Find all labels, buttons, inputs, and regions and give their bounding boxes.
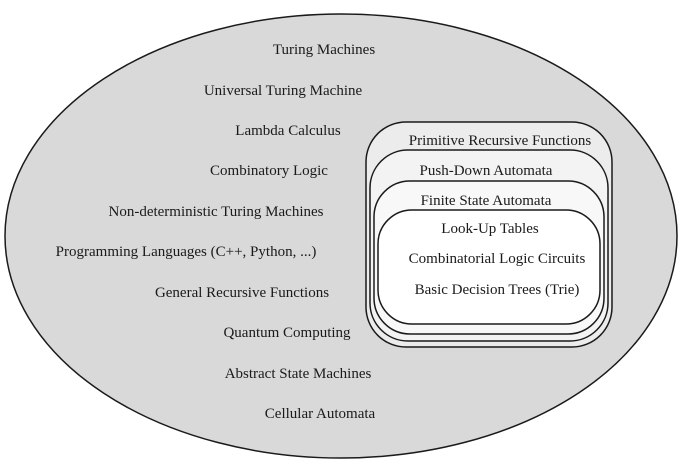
inner-item: Combinatorial Logic Circuits bbox=[409, 251, 586, 267]
outer-item: Combinatory Logic bbox=[210, 163, 328, 179]
outer-item: Turing Machines bbox=[273, 42, 376, 58]
finite-state-automata-label: Finite State Automata bbox=[421, 193, 552, 209]
outer-item: Non-deterministic Turing Machines bbox=[109, 204, 324, 220]
outer-item: Cellular Automata bbox=[265, 406, 376, 422]
outer-item: Universal Turing Machine bbox=[204, 83, 363, 99]
outer-item: Quantum Computing bbox=[223, 325, 351, 341]
outer-item: Lambda Calculus bbox=[235, 123, 341, 139]
push-down-automata-label: Push-Down Automata bbox=[420, 163, 553, 179]
inner-item: Look-Up Tables bbox=[441, 221, 539, 237]
outer-item: Programming Languages (C++, Python, ...) bbox=[56, 244, 317, 260]
primitive-recursive-label: Primitive Recursive Functions bbox=[409, 133, 592, 149]
outer-item: Abstract State Machines bbox=[225, 366, 372, 382]
outer-item: General Recursive Functions bbox=[155, 285, 329, 301]
combinational-set bbox=[377, 209, 601, 325]
inner-item: Basic Decision Trees (Trie) bbox=[415, 282, 580, 298]
